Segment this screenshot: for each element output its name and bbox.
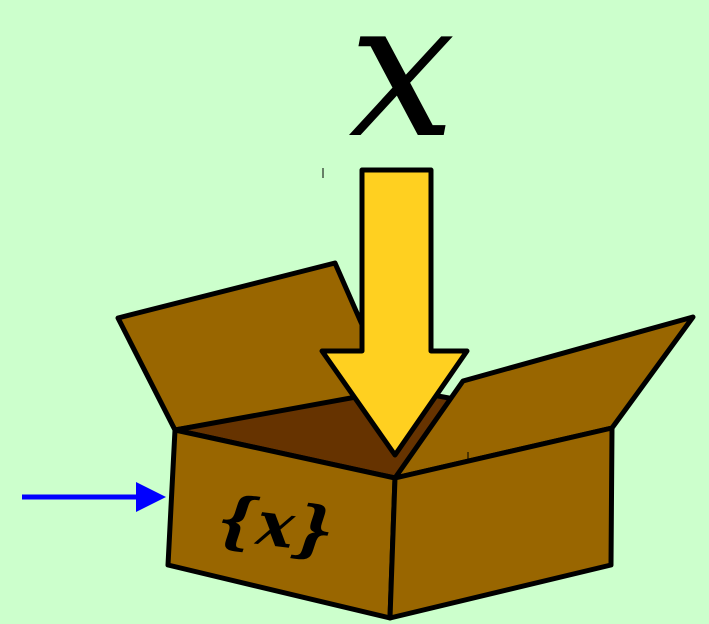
- insert-arrow: [319, 167, 470, 458]
- box-face-front-right: [387, 425, 615, 621]
- pointer-arrow: [22, 482, 166, 512]
- box-label: {x}: [213, 481, 338, 568]
- element-symbol: x: [348, 0, 455, 180]
